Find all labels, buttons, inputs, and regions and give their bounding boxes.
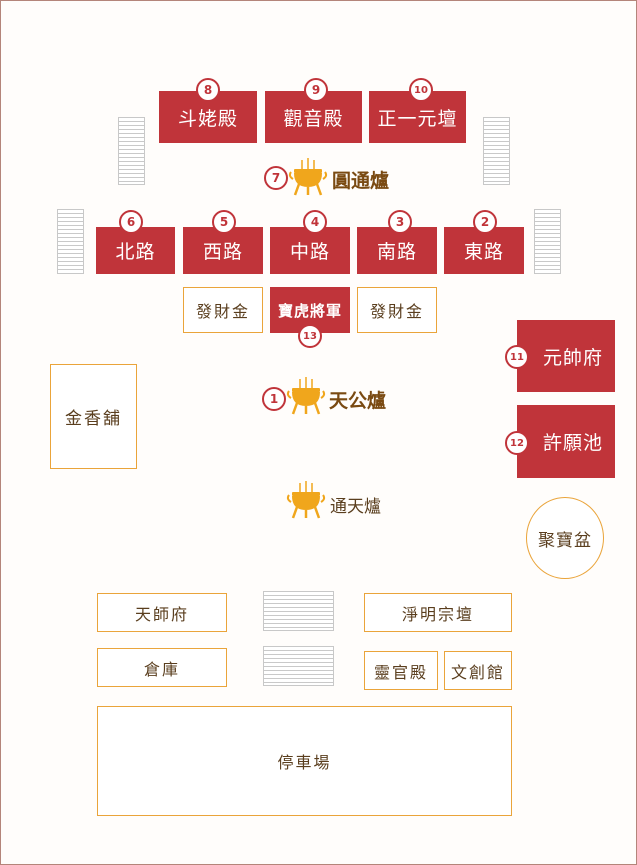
marker-2[interactable]: 2: [473, 210, 497, 234]
jingming-altar[interactable]: 淨明宗壇: [364, 593, 512, 632]
wenchuang-hall[interactable]: 文創館: [444, 651, 512, 690]
incense-burner-icon: [288, 157, 328, 197]
stairs-top-left: [118, 117, 145, 185]
marshal-hall[interactable]: 元帥府: [517, 320, 615, 392]
road-north-label: 北路: [115, 241, 156, 263]
burner-tongtian-label[interactable]: 通天爐: [330, 497, 381, 517]
stairs-bottom-upper: [263, 591, 334, 631]
marker-3[interactable]: 3: [388, 210, 412, 234]
road-east[interactable]: 東路: [444, 227, 524, 274]
warehouse[interactable]: 倉庫: [97, 648, 227, 687]
gold-incense-shop[interactable]: 金香舖: [50, 364, 137, 469]
marker-4[interactable]: 4: [303, 210, 327, 234]
road-east-label: 東路: [463, 241, 504, 263]
road-north[interactable]: 北路: [96, 227, 175, 274]
stairs-top-right: [483, 117, 510, 185]
burner-yuantong-label[interactable]: 圓通爐: [332, 170, 390, 192]
marker-12[interactable]: 12: [505, 431, 529, 455]
celestial-master-mansion[interactable]: 天師府: [97, 593, 227, 632]
hall-zhengyi-altar-label: 正一元壇: [377, 107, 458, 130]
hall-guanyin-label: 觀音殿: [283, 107, 344, 130]
stairs-bottom-lower: [263, 646, 334, 686]
lingguan-hall[interactable]: 靈官殿: [364, 651, 438, 690]
road-south[interactable]: 南路: [357, 227, 437, 274]
marker-8[interactable]: 8: [196, 78, 220, 102]
incense-burner-icon: [286, 480, 326, 520]
road-west[interactable]: 西路: [183, 227, 263, 274]
marker-10[interactable]: 10: [409, 78, 433, 102]
marker-9[interactable]: 9: [304, 78, 328, 102]
marker-7[interactable]: 7: [264, 166, 288, 190]
hall-doumu-label: 斗姥殿: [177, 107, 238, 130]
treasure-basin[interactable]: 聚寶盆: [526, 497, 604, 579]
fortune-gold-right[interactable]: 發財金: [357, 287, 437, 333]
marker-6[interactable]: 6: [119, 210, 143, 234]
parking-lot[interactable]: 停車場: [97, 706, 512, 816]
tiger-general-label: 寶虎將軍: [277, 301, 342, 320]
marker-5[interactable]: 5: [212, 210, 236, 234]
marker-1[interactable]: 1: [262, 387, 286, 411]
marshal-hall-label: 元帥府: [542, 346, 603, 369]
road-south-label: 南路: [376, 241, 417, 263]
wish-pool[interactable]: 許願池: [517, 405, 615, 478]
fortune-gold-left[interactable]: 發財金: [183, 287, 263, 333]
marker-13[interactable]: 13: [298, 324, 322, 348]
incense-burner-icon: [286, 376, 326, 416]
hall-zhengyi-altar[interactable]: 正一元壇: [369, 91, 466, 143]
stairs-left: [57, 209, 84, 274]
road-middle[interactable]: 中路: [270, 227, 350, 274]
burner-tiangong-label[interactable]: 天公爐: [329, 390, 387, 412]
marker-11[interactable]: 11: [505, 345, 529, 369]
stairs-right: [534, 209, 561, 274]
road-middle-label: 中路: [289, 241, 330, 263]
road-west-label: 西路: [202, 241, 243, 263]
wish-pool-label: 許願池: [542, 432, 603, 454]
